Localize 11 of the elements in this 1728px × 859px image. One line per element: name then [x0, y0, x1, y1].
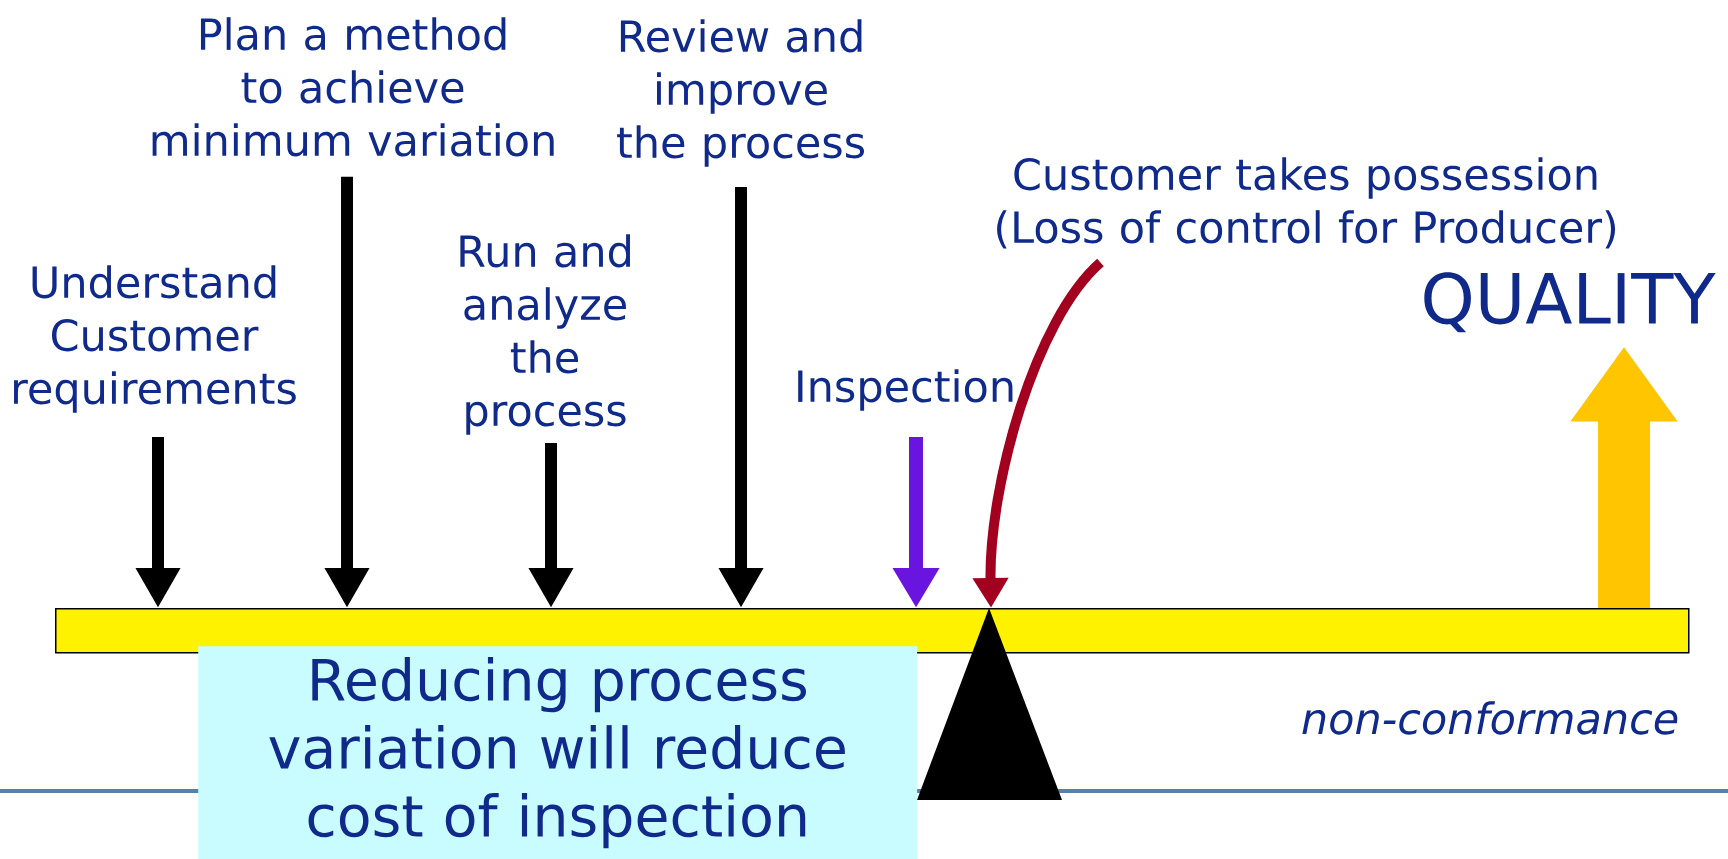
- step-label: Review and improve the process: [617, 19, 864, 167]
- note-box: Reducing process variation will reduce cost of inspection: [198, 646, 918, 859]
- fulcrum-triangle: [917, 608, 1062, 800]
- step-label: Inspection: [798, 369, 1013, 411]
- balance-beam: [55, 608, 1690, 654]
- quality-label: QUALITY: [1424, 272, 1716, 333]
- callout-text: Customer takes possession (Loss of control for Producer): [997, 157, 1616, 249]
- step-label: Understand Customer requirements: [14, 265, 296, 413]
- step-label: Run and analyze the process: [460, 234, 630, 435]
- step-label: Plan a method to achieve minimum variation: [152, 17, 554, 157]
- annotation-text: non-conformance: [1302, 701, 1678, 735]
